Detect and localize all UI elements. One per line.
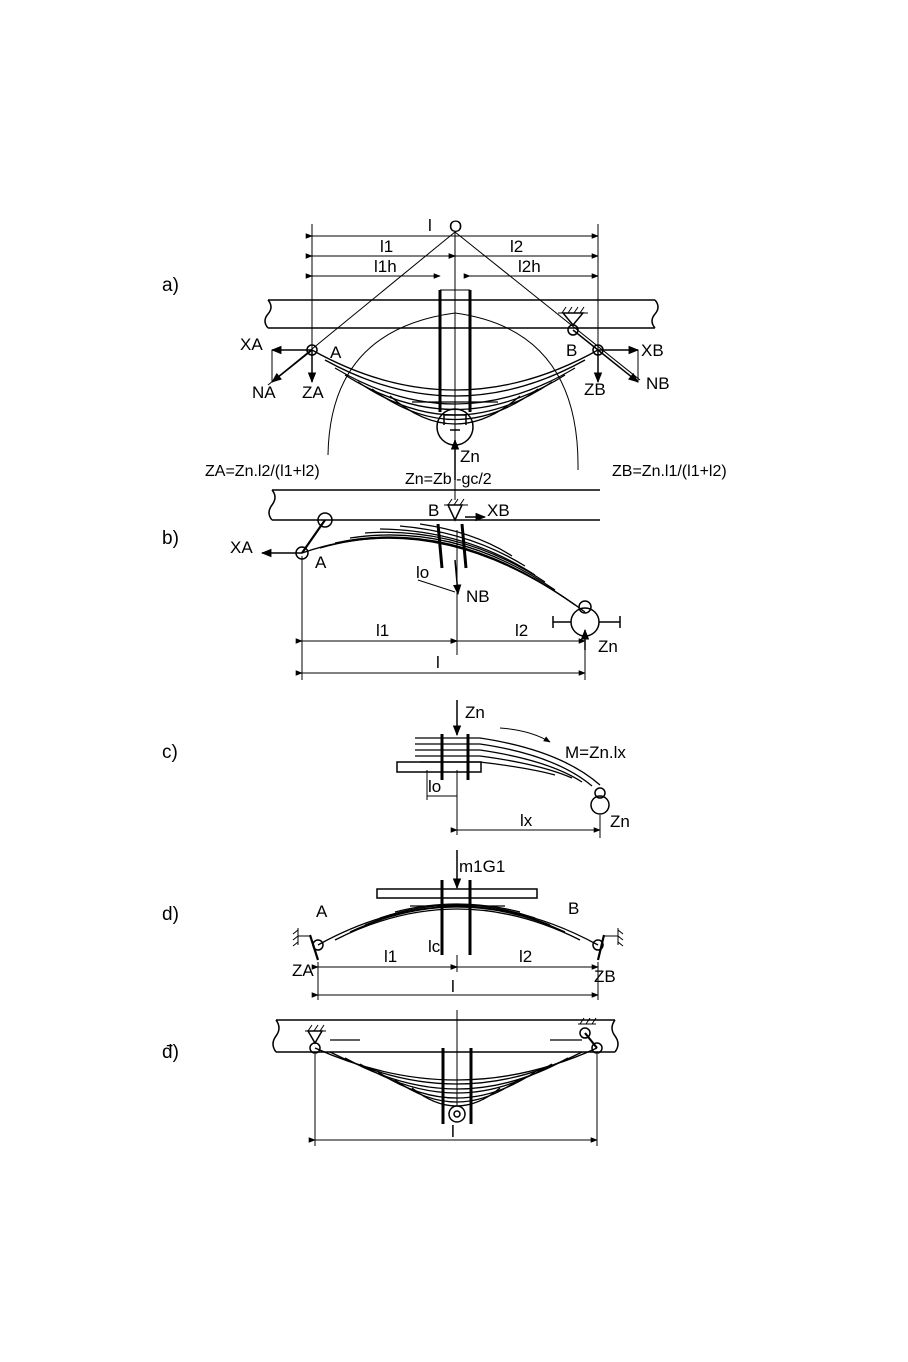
b-l2-label: l2 (515, 621, 528, 640)
a-ZA-label: ZA (302, 383, 324, 402)
a-NB-label: NB (646, 374, 670, 393)
b-l1-label: l1 (376, 621, 389, 640)
panel-dd: đ) l (162, 1010, 618, 1146)
b-B-label: B (428, 501, 439, 520)
a-l1h-label: l1h (374, 257, 397, 276)
c-Zn-top-label: Zn (465, 703, 485, 722)
a-Zn-label: Zn (460, 447, 480, 466)
leaf-spring-d (318, 904, 598, 945)
support-B-dd (578, 1018, 596, 1024)
d-l-label: l (451, 977, 455, 996)
support-A-dd (308, 1031, 322, 1043)
b-XA-label: XA (230, 538, 253, 557)
eq-ZB: ZB=Zn.l1/(l1+l2) (612, 463, 727, 480)
moment-arrow (500, 728, 550, 742)
frame-beam-dd (273, 1020, 618, 1052)
d-load-label: m1G1 (459, 857, 505, 876)
axle-travel-arc (328, 313, 578, 470)
support-B-b (448, 505, 462, 520)
panel-a: a) l O l1 l2 l1h l2h (162, 216, 727, 500)
c-Zn-end-label: Zn (610, 812, 630, 831)
b-NB-label: NB (466, 587, 490, 606)
d-A-label: A (316, 902, 328, 921)
a-XA-label: XA (240, 335, 263, 354)
eq-Zn: Zn=Zb -gc/2 (405, 471, 492, 488)
d-l1-label: l1 (384, 947, 397, 966)
d-lc-label: lc (428, 937, 441, 956)
panel-c: c) Zn M=Zn.lx lo lx Zn (162, 700, 630, 838)
a-l2h-label: l2h (518, 257, 541, 276)
b-A-label: A (315, 553, 327, 572)
leaf-spring-dd (315, 1040, 597, 1106)
b-XB-label: XB (487, 501, 510, 520)
dd-l-label: l (451, 1122, 455, 1141)
b-lo-label: lo (416, 563, 429, 582)
a-NA-label: NA (252, 383, 276, 402)
a-ZB-label: ZB (584, 380, 606, 399)
support-B-d (618, 928, 623, 946)
hanger-support-B (563, 313, 583, 325)
a-B-label: B (566, 341, 577, 360)
load-plate-d (377, 889, 537, 898)
panel-d-label: d) (162, 904, 179, 925)
a-l2-label: l2 (510, 237, 523, 256)
force-NB (598, 350, 638, 382)
panel-b-label: b) (162, 528, 179, 549)
b-Zn-label: Zn (598, 637, 618, 656)
a-A-label: A (330, 343, 342, 362)
a-XB-label: XB (641, 341, 664, 360)
leaf-spring-b (302, 524, 585, 612)
d-l2-label: l2 (519, 947, 532, 966)
c-lx-label: lx (520, 811, 533, 830)
a-O-label: O (449, 217, 462, 236)
d-B-label: B (568, 899, 579, 918)
axle-dd (449, 1106, 465, 1122)
d-ZA-label: ZA (292, 961, 314, 980)
panel-c-label: c) (162, 742, 178, 763)
panel-b: b) (162, 490, 620, 680)
a-l1-label: l1 (380, 237, 393, 256)
c-M-label: M=Zn.lx (565, 743, 626, 762)
c-lo-label: lo (428, 777, 441, 796)
a-l-label: l (428, 216, 432, 235)
d-ZB-label: ZB (594, 967, 616, 986)
support-A-d (293, 928, 298, 946)
panel-d: d) m1G1 A B l1 l (162, 850, 623, 1000)
force-NA (272, 350, 312, 382)
eq-ZA: ZA=Zn.l2/(l1+l2) (205, 463, 320, 480)
panel-dd-label: đ) (162, 1042, 179, 1063)
panel-a-label: a) (162, 275, 179, 296)
b-l-label: l (436, 653, 440, 672)
